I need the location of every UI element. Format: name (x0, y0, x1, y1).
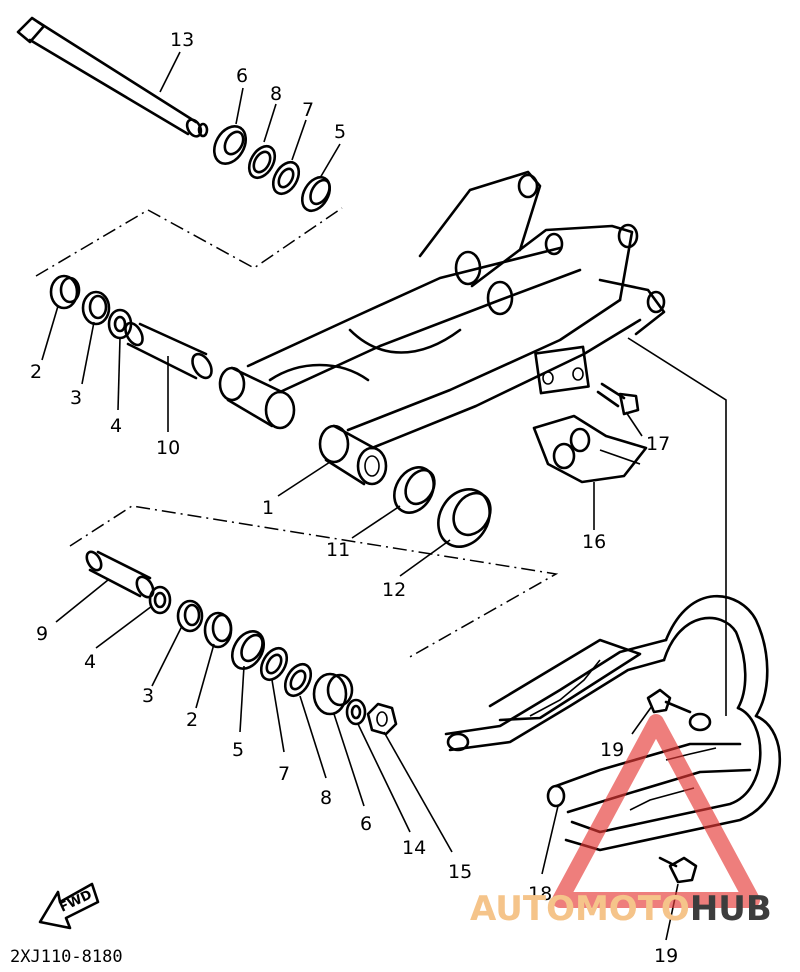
callout-2b: 2 (186, 709, 198, 731)
bolt-17 (596, 382, 640, 416)
callout-3b: 3 (142, 685, 154, 707)
callout-8a: 8 (270, 83, 282, 105)
callout-17: 17 (646, 433, 670, 455)
watermark-part1: AUTOMOTO (470, 889, 690, 929)
callout-7b: 7 (278, 763, 290, 785)
callout-2a: 2 (30, 361, 42, 383)
callout-14: 14 (402, 837, 426, 859)
fwd-arrow: FWD (38, 882, 100, 930)
callout-10: 10 (156, 437, 180, 459)
callout-13: 13 (170, 29, 194, 51)
callout-18: 18 (528, 883, 552, 905)
seal-11-12 (393, 466, 492, 548)
callout-4a: 4 (110, 415, 122, 437)
diagram-code: 2XJ110-8180 (10, 947, 123, 967)
upper-seal-stack (212, 125, 332, 213)
left-bearing-stack (49, 274, 213, 380)
upper-reference-line (35, 207, 343, 277)
callout-19a: 19 (600, 739, 624, 761)
callout-5b: 5 (232, 739, 244, 761)
callout-7a: 7 (302, 99, 314, 121)
callout-15: 15 (448, 861, 472, 883)
pivot-shaft (16, 16, 209, 138)
callout-4b: 4 (84, 651, 96, 673)
swingarm (218, 170, 666, 486)
chain-guide (532, 414, 648, 484)
callout-labels: 13 6 8 7 5 2 3 4 10 1 11 12 16 17 9 4 3 … (30, 29, 678, 967)
callout-8b: 8 (320, 787, 332, 809)
callout-3a: 3 (70, 387, 82, 409)
callout-6b: 6 (360, 813, 372, 835)
watermark-part2: HUB (690, 889, 772, 929)
callout-leaders (41, 51, 679, 941)
warning-triangle-icon (552, 714, 760, 908)
callout-16: 16 (582, 531, 606, 553)
callout-6a: 6 (236, 65, 248, 87)
lower-reference-line (69, 505, 559, 659)
callout-1: 1 (262, 497, 274, 519)
guard-leader (627, 337, 727, 716)
callout-9: 9 (36, 623, 48, 645)
callout-19b: 19 (654, 945, 678, 967)
callout-11: 11 (326, 539, 350, 561)
lower-bearing-stack (85, 550, 398, 736)
callout-5a: 5 (334, 121, 346, 143)
watermark-logo: AUTOMOTOHUB (470, 714, 772, 929)
callout-12: 12 (382, 579, 406, 601)
watermark-text: AUTOMOTOHUB (470, 889, 772, 929)
